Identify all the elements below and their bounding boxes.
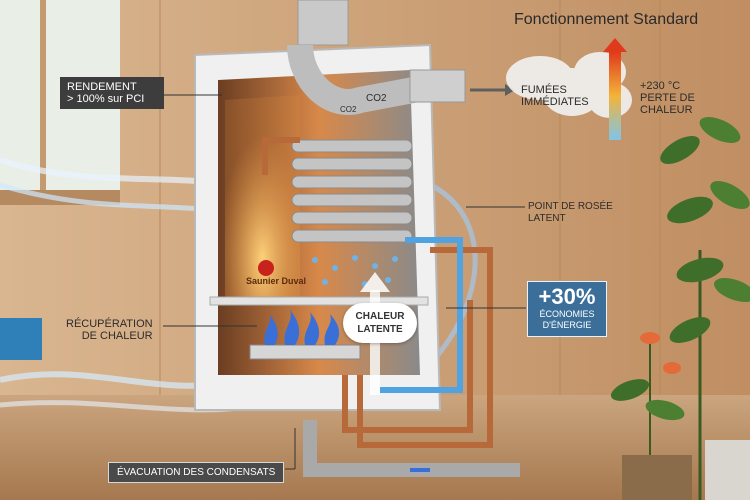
flue-pipe-vertical bbox=[297, 0, 349, 46]
burner-base bbox=[249, 344, 361, 360]
blue-water-pipe bbox=[380, 237, 463, 393]
temperature-line: CHALEUR bbox=[640, 104, 693, 116]
copper-pipes bbox=[262, 137, 493, 448]
rosee-line: POINT DE ROSÉE bbox=[528, 201, 613, 212]
fumees-line: FUMÉES bbox=[521, 84, 567, 96]
window-frame bbox=[40, 0, 46, 205]
economie-badge: +30% ÉCONOMIES D'ÉNERGIE bbox=[527, 281, 607, 337]
recuperation-label: RÉCUPÉRATION DE CHALEUR bbox=[66, 318, 153, 342]
blue-container bbox=[0, 318, 42, 360]
temperature-arrow-head bbox=[603, 38, 627, 52]
fumees-label: FUMÉES IMMÉDIATES bbox=[521, 84, 589, 108]
rendement-line: RENDEMENT bbox=[67, 81, 137, 93]
rosee-line: LATENT bbox=[528, 213, 566, 224]
plant-pot bbox=[622, 455, 692, 500]
economie-line: D'ÉNERGIE bbox=[542, 320, 592, 330]
plant-icon bbox=[660, 117, 750, 500]
latent-heat-bubble: CHALEUR LATENTE bbox=[343, 303, 417, 343]
flame-icon bbox=[264, 310, 340, 345]
chamber-divider bbox=[209, 296, 429, 306]
exhaust-arrow-head bbox=[505, 84, 515, 96]
economie-percent: +30% bbox=[538, 284, 596, 309]
latent-heat-arrow-head bbox=[360, 272, 390, 292]
recuperation-line: DE CHALEUR bbox=[81, 330, 153, 342]
exhaust-pipe bbox=[287, 44, 443, 115]
evacuation-label: ÉVACUATION DES CONDENSATS bbox=[108, 462, 285, 483]
co2-label-small: CO2 bbox=[340, 105, 357, 114]
temperature-label: +230 °C PERTE DE CHALEUR bbox=[640, 80, 695, 116]
co2-label: CO2 bbox=[366, 93, 387, 104]
drain-pipe bbox=[303, 420, 520, 477]
recuperation-line: RÉCUPÉRATION bbox=[66, 318, 153, 330]
latent-line: CHALEUR bbox=[355, 311, 405, 322]
temperature-line: +230 °C bbox=[640, 80, 681, 92]
fumees-line: IMMÉDIATES bbox=[521, 96, 589, 108]
brand-logo-icon bbox=[258, 260, 274, 276]
exhaust-outlet bbox=[409, 69, 466, 103]
rosee-label: POINT DE ROSÉE LATENT bbox=[528, 201, 613, 225]
brand-name: Saunier Duval bbox=[246, 276, 307, 286]
latent-line: LATENTE bbox=[357, 324, 403, 335]
heat-exchanger-coil bbox=[291, 139, 413, 243]
page-title: Fonctionnement Standard bbox=[514, 11, 699, 28]
combustion-glow bbox=[225, 95, 300, 300]
rendement-label: RENDEMENT > 100% sur PCI bbox=[60, 77, 164, 109]
leader-lines bbox=[158, 94, 526, 470]
temperature-bar bbox=[609, 52, 621, 140]
temperature-line: PERTE DE bbox=[640, 92, 695, 104]
plant-pot-white bbox=[705, 440, 750, 500]
economie-line: ÉCONOMIES bbox=[539, 309, 595, 319]
rendement-line: > 100% sur PCI bbox=[67, 93, 145, 105]
